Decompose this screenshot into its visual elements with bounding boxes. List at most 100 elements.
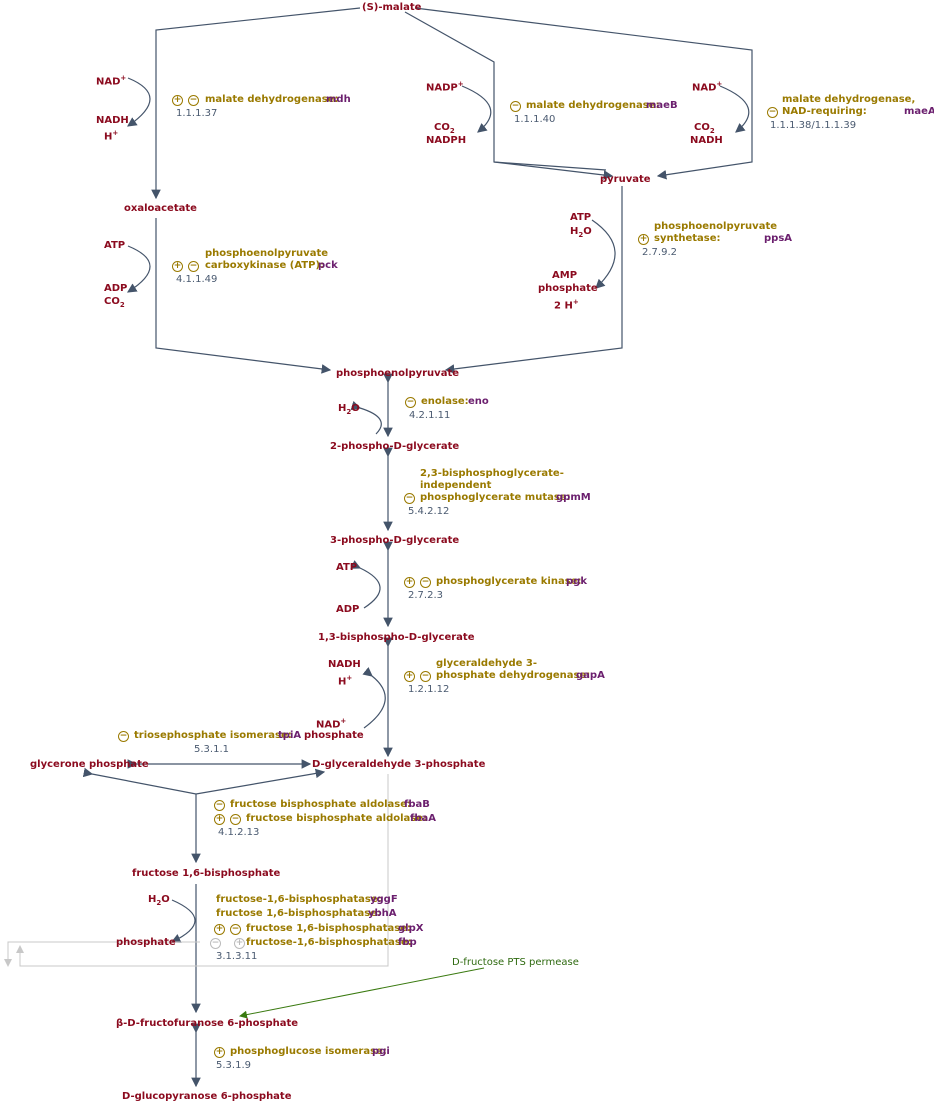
side-co2-maeA[interactable]: CO2: [694, 122, 715, 135]
enzyme-eno-name[interactable]: enolase:: [421, 396, 469, 407]
ec-pgi[interactable]: 5.3.1.9: [216, 1060, 251, 1071]
side-nadh-mdh[interactable]: NADH: [96, 115, 129, 126]
transporter-fructose-pts[interactable]: D-fructose PTS permease: [452, 957, 579, 968]
enzyme-yggF-name[interactable]: fructose-1,6-bisphosphatase:: [216, 894, 382, 905]
ec-pck[interactable]: 4.1.1.49: [176, 274, 218, 285]
side-atp-ppsA[interactable]: ATP: [570, 212, 592, 223]
gene-mdh[interactable]: mdh: [326, 94, 351, 105]
ec-maeA[interactable]: 1.1.1.38/1.1.1.39: [770, 120, 857, 131]
metabolite-2-phosphoglycerate[interactable]: 2-phospho-D-glycerate: [330, 441, 460, 452]
gene-tpiA[interactable]: tpiA: [278, 730, 302, 741]
inhibitor-icon: −: [420, 671, 431, 682]
side-nad-mdh[interactable]: NAD+: [96, 74, 127, 88]
side-nadph-maeB[interactable]: NADPH: [426, 135, 467, 146]
metabolite-fructose-1-6-bisphosphate[interactable]: fructose 1,6-bisphosphate: [132, 868, 281, 879]
ec-maeB[interactable]: 1.1.1.40: [514, 114, 556, 125]
side-h2o-ppsA[interactable]: H2O: [570, 226, 592, 239]
side-phosphate-ppsA[interactable]: phosphate: [538, 283, 598, 294]
enzyme-pgi-name[interactable]: phosphoglucose isomerase:: [230, 1046, 387, 1057]
side-nadh-gapA[interactable]: NADH: [328, 659, 361, 670]
metabolite-phosphoenolpyruvate[interactable]: phosphoenolpyruvate: [336, 368, 460, 379]
enzyme-ppsA-name-1[interactable]: phosphoenolpyruvate: [654, 221, 778, 232]
gene-maeB[interactable]: maeB: [646, 100, 678, 111]
ec-eno[interactable]: 4.2.1.11: [409, 410, 451, 421]
metabolite-3-phosphoglycerate[interactable]: 3-phospho-D-glycerate: [330, 535, 460, 546]
enzyme-gpmM-name-2[interactable]: independent: [420, 480, 492, 491]
gene-pck[interactable]: pck: [318, 260, 338, 271]
enzyme-gpmM-name-3[interactable]: phosphoglycerate mutase:: [420, 492, 571, 503]
side-phosphate-gapA[interactable]: phosphate: [304, 730, 364, 741]
enzyme-pck-name-2[interactable]: carboxykinase (ATP):: [205, 260, 325, 271]
ec-fbp[interactable]: 3.1.3.11: [216, 951, 258, 962]
side-2h-ppsA[interactable]: 2 H+: [554, 298, 579, 312]
gene-pgi[interactable]: pgi: [372, 1046, 390, 1057]
side-nadh-maeA[interactable]: NADH: [690, 135, 723, 146]
activator-icon: +: [172, 95, 183, 106]
enzyme-maeA-name-2[interactable]: NAD-requiring:: [782, 106, 867, 117]
enzyme-maeA-name-1[interactable]: malate dehydrogenase,: [782, 94, 916, 105]
ec-mdh[interactable]: 1.1.1.37: [176, 108, 218, 119]
gene-gpmM[interactable]: gpmM: [556, 492, 591, 503]
enzyme-gapA-name-2[interactable]: phosphate dehydrogenase:: [436, 670, 591, 681]
enzyme-ybhA-name[interactable]: fructose 1,6-bisphosphatase:: [216, 908, 381, 919]
edge-pyruvate-pep: [444, 186, 623, 374]
side-h-mdh[interactable]: H+: [104, 129, 119, 143]
activator-icon: +: [214, 814, 225, 825]
metabolite-oxaloacetate[interactable]: oxaloacetate: [124, 203, 197, 214]
side-co2-pck[interactable]: CO2: [104, 296, 125, 309]
side-amp-ppsA[interactable]: AMP: [552, 270, 578, 281]
ec-fbaA[interactable]: 4.1.2.13: [218, 827, 260, 838]
enzyme-pgk-name[interactable]: phosphoglycerate kinase:: [436, 576, 582, 587]
enzyme-maeB-name[interactable]: malate dehydrogenase:: [526, 100, 660, 111]
side-nad-gapA[interactable]: NAD+: [316, 717, 347, 731]
side-co2-maeB[interactable]: CO2: [434, 122, 455, 135]
gene-fbaA[interactable]: fbaA: [410, 813, 436, 824]
ec-pgk[interactable]: 2.7.2.3: [408, 590, 443, 601]
activator-icon: +: [404, 671, 415, 682]
ec-gapA[interactable]: 1.2.1.12: [408, 684, 450, 695]
enzyme-fbaA-name[interactable]: fructose bisphosphate aldolase:: [246, 813, 428, 824]
side-h-gapA[interactable]: H+: [338, 674, 353, 688]
gene-ppsA[interactable]: ppsA: [764, 233, 793, 244]
enzyme-pck-name-1[interactable]: phosphoenolpyruvate: [205, 248, 329, 259]
ec-ppsA[interactable]: 2.7.9.2: [642, 247, 677, 258]
side-nad-maeA[interactable]: NAD+: [692, 80, 723, 94]
side-atp-pck[interactable]: ATP: [104, 240, 126, 251]
side-atp-pgk[interactable]: ATP: [336, 562, 358, 573]
gene-fbaB[interactable]: fbaB: [404, 799, 430, 810]
ec-tpiA[interactable]: 5.3.1.1: [194, 744, 229, 755]
side-phosphate-fbp[interactable]: phosphate: [116, 937, 176, 948]
metabolite-pyruvate[interactable]: pyruvate: [600, 174, 651, 185]
gene-yggF[interactable]: yggF: [370, 894, 398, 905]
enzyme-mdh-name[interactable]: malate dehydrogenase:: [205, 94, 339, 105]
enzyme-ppsA-name-2[interactable]: synthetase:: [654, 233, 721, 244]
gene-pgk[interactable]: pgk: [566, 576, 587, 587]
edge-oxaloacetate-pep: [155, 218, 332, 374]
gene-fbp[interactable]: fbp: [398, 937, 417, 948]
enzyme-fbp-name[interactable]: fructose-1,6-bisphosphatase:: [246, 937, 412, 948]
gene-gapA[interactable]: gapA: [576, 670, 605, 681]
gene-maeA[interactable]: maeA: [904, 106, 934, 117]
enzyme-tpiA-name[interactable]: triosephosphate isomerase:: [134, 730, 292, 741]
activator-icon: +: [172, 261, 183, 272]
ec-gpmM[interactable]: 5.4.2.12: [408, 506, 450, 517]
metabolite-glucose-6-phosphate[interactable]: D-glucopyranose 6-phosphate: [122, 1091, 292, 1102]
metabolite-glycerone-phosphate[interactable]: glycerone phosphate: [30, 759, 149, 770]
enzyme-gapA-name-1[interactable]: glyceraldehyde 3-: [436, 658, 538, 669]
gene-ybhA[interactable]: ybhA: [368, 908, 397, 919]
side-adp-pck[interactable]: ADP: [104, 283, 128, 294]
metabolite-glyceraldehyde-3-phosphate[interactable]: D-glyceraldehyde 3-phosphate: [312, 759, 486, 770]
side-h2o-fbp[interactable]: H2O: [148, 894, 170, 907]
side-h2o-eno[interactable]: H2O: [338, 403, 360, 416]
side-nadp-maeB[interactable]: NADP+: [426, 80, 464, 94]
side-adp-pgk[interactable]: ADP: [336, 604, 360, 615]
gene-eno[interactable]: eno: [468, 396, 489, 407]
metabolite-malate[interactable]: (S)-malate: [362, 2, 422, 13]
metabolite-fructose-6-phosphate[interactable]: β-D-fructofuranose 6-phosphate: [116, 1018, 299, 1029]
enzyme-glpX-name[interactable]: fructose 1,6-bisphosphatase:: [246, 923, 411, 934]
inhibitor-icon: −: [118, 731, 129, 742]
enzyme-gpmM-name-1[interactable]: 2,3-bisphosphoglycerate-: [420, 468, 564, 479]
metabolite-1-3-bisphosphoglycerate[interactable]: 1,3-bisphospho-D-glycerate: [318, 632, 475, 643]
gene-glpX[interactable]: glpX: [398, 923, 424, 934]
enzyme-fbaB-name[interactable]: fructose bisphosphate aldolase:: [230, 799, 412, 810]
